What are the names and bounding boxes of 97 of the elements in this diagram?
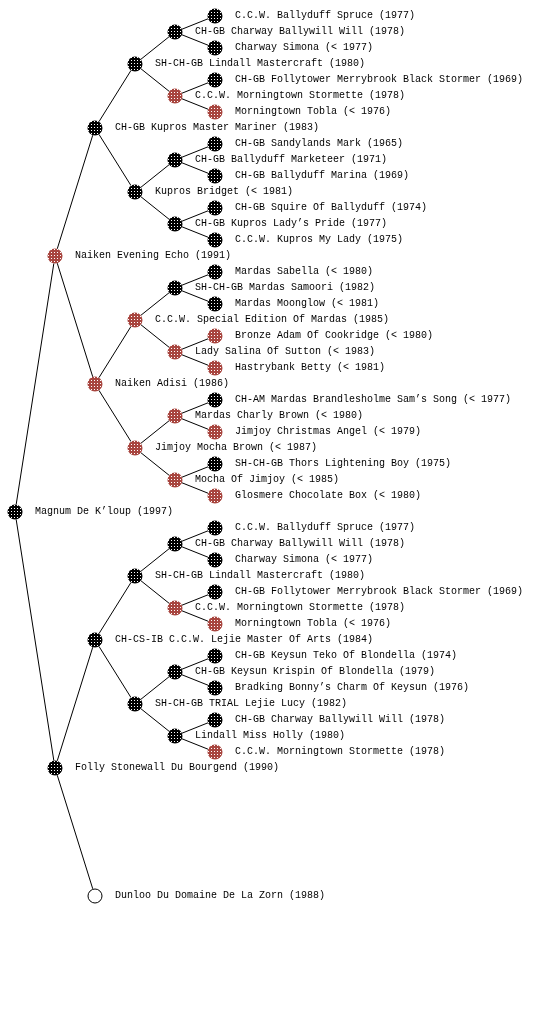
pedigree-name: CH-GB Sandylands Mark (1965) — [235, 138, 404, 150]
pedigree-name: Mardas Charly Brown (< 1980) — [195, 410, 364, 422]
pedigree-name: SH-CH-GB Lindall Mastercraft (1980) — [155, 570, 366, 582]
pedigree-line — [98, 581, 132, 635]
pedigree-name: CH-CS-IB C.C.W. Lejie Master Of Arts (1984) — [115, 634, 374, 646]
pedigree-line — [181, 354, 209, 366]
pedigree-line — [181, 610, 209, 622]
pedigree-line — [181, 594, 209, 606]
pedigree-line — [56, 774, 94, 890]
pedigree-line — [181, 226, 209, 238]
pedigree-line — [181, 98, 209, 110]
pedigree-name: Glosmere Chocolate Box (< 1980) — [235, 490, 422, 502]
pedigree-name: Lindall Miss Holly (1980) — [195, 730, 346, 742]
pedigree-line — [181, 82, 209, 94]
pedigree-line — [15, 518, 55, 762]
pedigree-name: CH-GB Ballyduff Marketeer (1971) — [195, 154, 388, 166]
pedigree-name: Folly Stonewall Du Bourgend (1990) — [75, 762, 280, 774]
pedigree-line — [181, 722, 209, 734]
pedigree-name: C.C.W. Ballyduff Spruce (1977) — [235, 522, 416, 534]
pedigree-name: CH-AM Mardas Brandlesholme Sam’s Song (< 1977) — [235, 394, 512, 406]
pedigree-line — [181, 530, 209, 542]
pedigree-line — [181, 274, 209, 286]
pedigree-name: SH-CH-GB TRIAL Lejie Lucy (1982) — [155, 698, 348, 710]
pedigree-line — [181, 466, 209, 478]
pedigree-name: C.C.W. Kupros My Lady (1975) — [235, 234, 404, 246]
pedigree-line — [140, 676, 170, 700]
pedigree-line — [140, 324, 170, 348]
pedigree-line — [140, 196, 170, 220]
pedigree-name: Charway Simona (< 1977) — [235, 42, 374, 54]
pedigree-name: CH-GB Follytower Merrybrook Black Stormer (1969) — [235, 586, 524, 598]
pedigree-name: Kupros Bridget (< 1981) — [155, 186, 294, 198]
pedigree-line — [98, 389, 132, 443]
pedigree-line — [140, 452, 170, 476]
pedigree-name: CH-GB Kupros Master Mariner (1983) — [115, 122, 320, 134]
pedigree-name: Bradking Bonny’s Charm Of Keysun (1976) — [235, 682, 470, 694]
pedigree-line — [181, 674, 209, 686]
pedigree-line — [140, 164, 170, 188]
pedigree-line — [56, 134, 94, 250]
pedigree-line — [56, 262, 94, 378]
pedigree-line — [140, 68, 170, 92]
pedigree-line — [15, 262, 55, 506]
pedigree-name: Naiken Adisi (1986) — [115, 378, 230, 390]
pedigree-line — [181, 738, 209, 750]
pedigree-name: Magnum De K’loup (1997) — [35, 506, 174, 518]
pedigree-name: Jimjoy Christmas Angel (< 1979) — [235, 426, 422, 438]
pedigree-name: C.C.W. Morningtown Stormette (1978) — [195, 602, 406, 614]
pedigree-name: CH-GB Squire Of Ballyduff (1974) — [235, 202, 428, 214]
pedigree-name: C.C.W. Morningtown Stormette (1978) — [235, 746, 446, 758]
pedigree-name: Mardas Moonglow (< 1981) — [235, 298, 380, 310]
pedigree-line — [181, 338, 209, 350]
pedigree-name: CH-GB Follytower Merrybrook Black Stormer (1969) — [235, 74, 524, 86]
pedigree-line — [56, 646, 94, 762]
pedigree-line — [98, 69, 132, 123]
pedigree-name: CH-GB Charway Ballywill Will (1978) — [195, 538, 406, 550]
pedigree-name: Morningtown Tobla (< 1976) — [235, 618, 392, 630]
pedigree-name: Charway Simona (< 1977) — [235, 554, 374, 566]
pedigree-line — [181, 482, 209, 494]
pedigree-name: SH-CH-GB Thors Lightening Boy (1975) — [235, 458, 452, 470]
pedigree-name: C.C.W. Ballyduff Spruce (1977) — [235, 10, 416, 22]
pedigree-name: CH-GB Kupros Lady’s Pride (1977) — [195, 218, 388, 230]
pedigree-name: Dunloo Du Domaine De La Zorn (1988) — [115, 890, 326, 902]
pedigree-name: Hastrybank Betty (< 1981) — [235, 362, 386, 374]
pedigree-line — [140, 580, 170, 604]
pedigree-line — [140, 420, 170, 444]
pedigree-name: CH-GB Keysun Krispin Of Blondella (1979) — [195, 666, 436, 678]
pedigree-line — [181, 18, 209, 30]
pedigree-line — [181, 146, 209, 158]
pedigree-name: CH-GB Keysun Teko Of Blondella (1974) — [235, 650, 458, 662]
pedigree-name: Lady Salina Of Sutton (< 1983) — [195, 346, 376, 358]
pedigree-line — [140, 292, 170, 316]
pedigree-line — [140, 708, 170, 732]
pedigree-line — [181, 210, 209, 222]
pedigree-name: SH-CH-GB Mardas Samoori (1982) — [195, 282, 376, 294]
pedigree-name: Bronze Adam Of Cookridge (< 1980) — [235, 330, 434, 342]
pedigree-name: C.C.W. Special Edition Of Mardas (1985) — [155, 314, 390, 326]
pedigree-line — [181, 34, 209, 46]
pedigree-line — [181, 290, 209, 302]
pedigree-line — [181, 162, 209, 174]
pedigree-line — [140, 36, 170, 60]
pedigree-name: CH-GB Charway Ballywill Will (1978) — [235, 714, 446, 726]
pedigree-name: Jimjoy Mocha Brown (< 1987) — [155, 442, 318, 454]
pedigree-line — [98, 645, 132, 699]
pedigree-name: SH-CH-GB Lindall Mastercraft (1980) — [155, 58, 366, 70]
pedigree-name: Mocha Of Jimjoy (< 1985) — [195, 474, 340, 486]
pedigree-name: Mardas Sabella (< 1980) — [235, 266, 374, 278]
pedigree-name: Naiken Evening Echo (1991) — [75, 250, 232, 262]
pedigree-line — [181, 402, 209, 414]
pedigree-line — [98, 133, 132, 187]
pedigree-name: CH-GB Ballyduff Marina (1969) — [235, 170, 410, 182]
pedigree-line — [140, 548, 170, 572]
pedigree-line — [181, 418, 209, 430]
pedigree-name: CH-GB Charway Ballywill Will (1978) — [195, 26, 406, 38]
pedigree-line — [181, 546, 209, 558]
pedigree-line — [181, 658, 209, 670]
pedigree-line — [98, 325, 132, 379]
pedigree-name: C.C.W. Morningtown Stormette (1978) — [195, 90, 406, 102]
pedigree-name: Morningtown Tobla (< 1976) — [235, 106, 392, 118]
